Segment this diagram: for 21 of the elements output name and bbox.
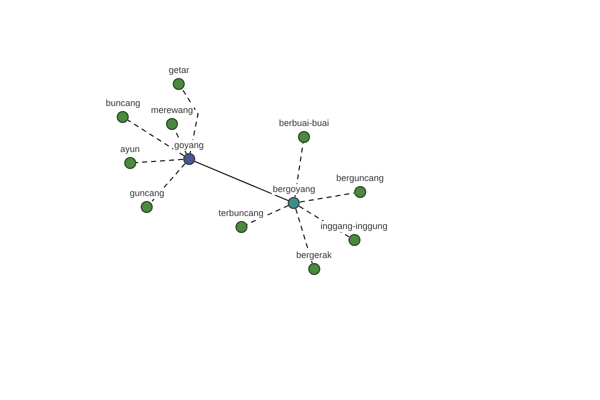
node-label: bergerak	[295, 250, 333, 261]
node-label: berguncang	[335, 173, 385, 184]
connector-line	[128, 120, 184, 156]
connector-line	[299, 192, 355, 203]
connector-line	[295, 208, 313, 264]
connector-line	[246, 204, 290, 226]
node-label: guncang	[128, 188, 166, 199]
node-label: goyang	[173, 140, 205, 151]
node-label: merewang	[150, 105, 194, 116]
node-label: getar	[168, 65, 190, 76]
connector-line	[135, 158, 184, 164]
connector-line	[194, 160, 289, 202]
connector-line	[150, 163, 186, 203]
connector-line	[294, 142, 304, 198]
node-label: ayun	[119, 144, 141, 155]
node-label: bergoyang	[272, 184, 316, 195]
node-label: terbuncang	[217, 208, 265, 219]
connector-line	[182, 88, 199, 154]
node-label: buncang	[104, 98, 142, 109]
node-label: berbuai-buai	[278, 118, 330, 129]
node-label: inggang-inggung	[319, 221, 389, 232]
